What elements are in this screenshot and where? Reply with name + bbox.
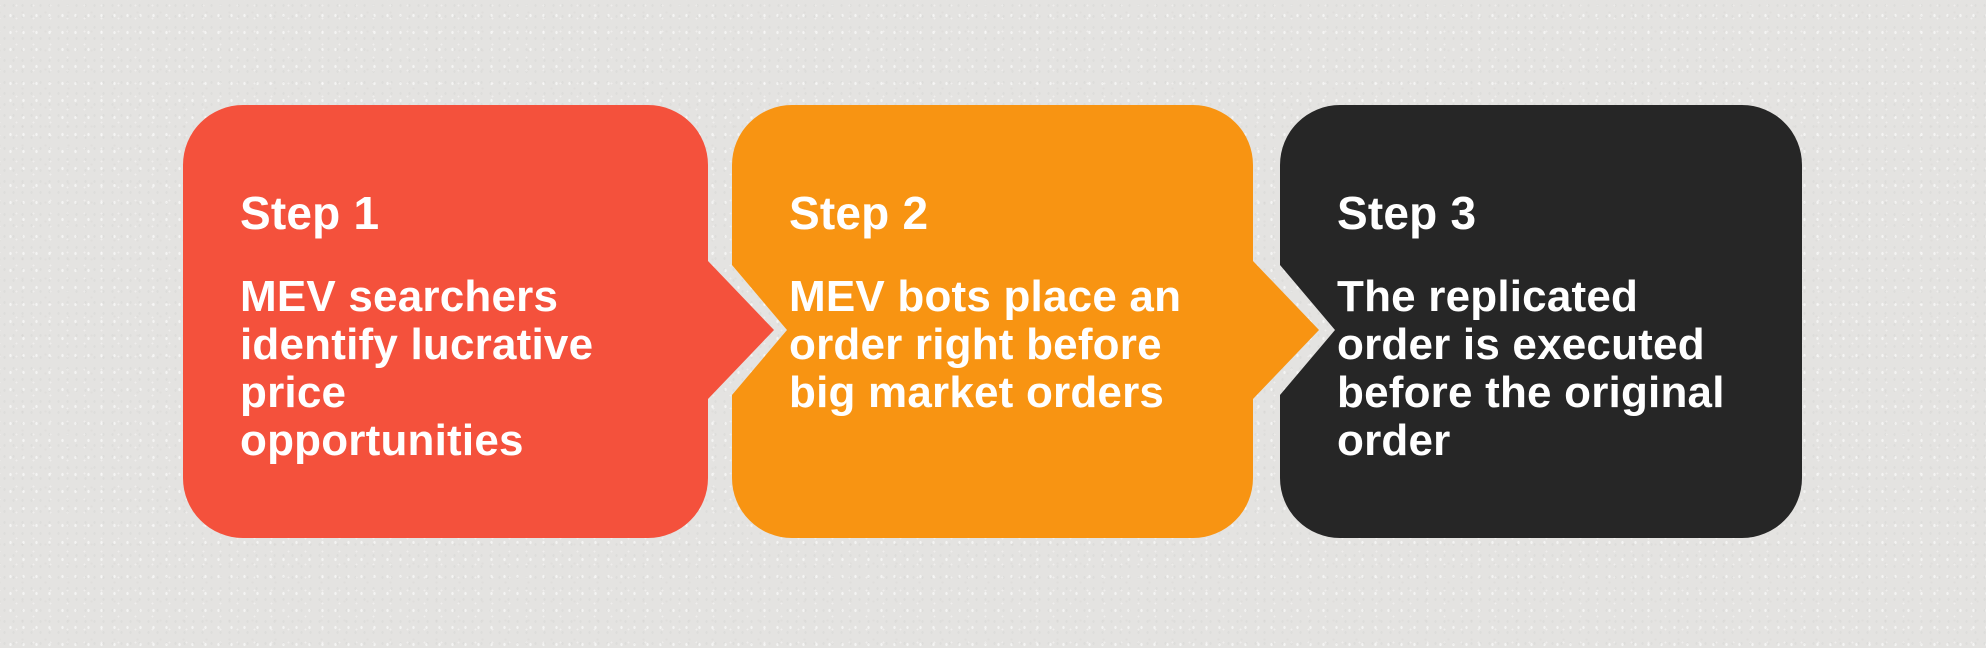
step-1-card-shape (183, 105, 774, 538)
step-3-line-3: before the original (1337, 368, 1725, 417)
step-1-line-3: price (240, 368, 347, 417)
step-3-title: Step 3 (1337, 187, 1477, 239)
step-3-line-1: The replicated (1337, 272, 1639, 321)
step-2-line-2: order right before (789, 320, 1162, 369)
step-1-title: Step 1 (240, 187, 380, 239)
step-3-card-shape (1280, 105, 1802, 538)
step-2-description: MEV bots place an order right before big… (789, 273, 1181, 417)
step-3-description: The replicated order is executed before … (1337, 273, 1725, 465)
step-1-line-4: opportunities (240, 416, 524, 465)
step-2-title: Step 2 (789, 187, 929, 239)
step-1-line-2: identify lucrative (240, 320, 594, 369)
step-2-line-3: big market orders (789, 368, 1165, 417)
step-3-line-4: order (1337, 416, 1451, 465)
step-2-card-shape (732, 105, 1319, 538)
step-1-description: MEV searchers identify lucrative price o… (240, 273, 593, 465)
step-2-line-1: MEV bots place an (789, 272, 1182, 321)
step-3-line-2: order is executed (1337, 320, 1705, 369)
step-1-line-1: MEV searchers (240, 272, 559, 321)
